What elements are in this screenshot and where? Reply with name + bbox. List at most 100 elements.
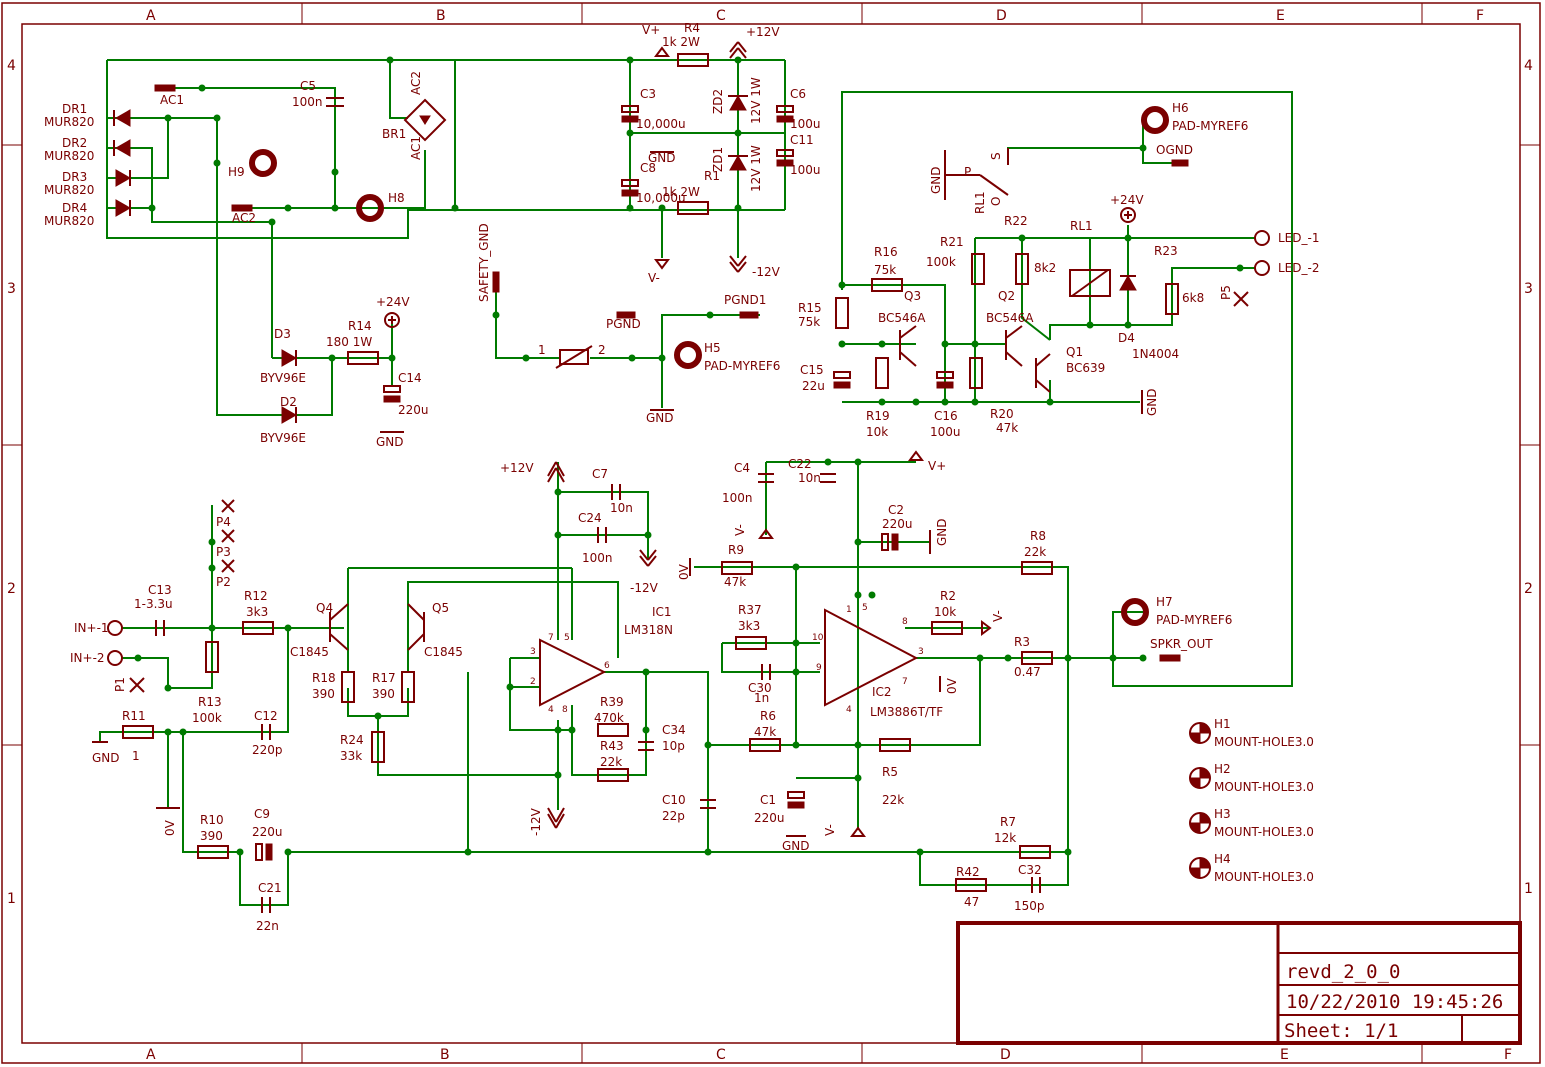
diode-dr2: [113, 139, 131, 157]
label-dr2: DR2: [62, 136, 87, 150]
label-c6-value: 100u: [790, 117, 821, 131]
label-q5-value: C1845: [424, 645, 463, 659]
label-in1: IN+-1: [74, 621, 109, 635]
label-d3-value: BYV96E: [260, 371, 306, 385]
label-h3-value: MOUNT-HOLE3.0: [1214, 825, 1314, 839]
label-r5-value: 22k: [882, 793, 904, 807]
label-r14-value: 180 1W: [326, 335, 372, 349]
label-pgnd: PGND: [606, 317, 641, 331]
label-q4: Q4: [316, 601, 333, 615]
pin-label: 6: [604, 661, 610, 671]
label-r18-value: 390: [312, 687, 335, 701]
label-r20: R20: [990, 407, 1014, 421]
label-r20-value: 47k: [996, 421, 1018, 435]
label-c32: C32: [1018, 863, 1042, 877]
label-r12: R12: [244, 589, 268, 603]
label-safety-gnd: SAFETY_GND: [477, 223, 491, 302]
pin-label: 5: [564, 633, 570, 643]
label-q3-value: BC546A: [878, 311, 926, 325]
label-r6: R6: [760, 709, 776, 723]
label-c5-value: 100n: [292, 95, 323, 109]
frame-row-labels: 4 3 2 1 4 3 2 1: [7, 58, 1533, 907]
label-m12-mid: -12V: [630, 581, 659, 595]
row-label-left: 2: [7, 581, 16, 597]
label-dr1-value: MUR820: [44, 115, 94, 129]
ac2-pad: [231, 204, 253, 212]
label-q4-value: C1845: [290, 645, 329, 659]
label-p3: P3: [216, 545, 231, 559]
label-r11: R11: [122, 709, 146, 723]
mount-hole-h3: [1189, 812, 1211, 834]
col-label-bottom: F: [1504, 1047, 1512, 1063]
label-c34: C34: [662, 723, 686, 737]
label-spkr-out: SPKR_OUT: [1150, 637, 1213, 651]
label-br1-ac1: AC1: [409, 136, 423, 160]
label-h5: H5: [704, 341, 721, 355]
label-h7-value: PAD-MYREF6: [1156, 613, 1232, 627]
diode-dr4: [115, 199, 132, 217]
label-p24-a: +24V: [376, 295, 410, 309]
label-r43-value: 22k: [600, 755, 622, 769]
row-label-left: 1: [7, 891, 16, 907]
label-r24-value: 33k: [340, 749, 362, 763]
label-r21-value: 100k: [926, 255, 956, 269]
label-p24-b: +24V: [1110, 193, 1144, 207]
label-r22: R22: [1004, 214, 1028, 228]
label-r42: R42: [956, 865, 980, 879]
label-br1: BR1: [382, 127, 406, 141]
label-vminus-top: V-: [648, 271, 660, 285]
pin-label: 1: [846, 605, 852, 615]
label-c11: C11: [790, 133, 814, 147]
label-dr2-value: MUR820: [44, 149, 94, 163]
label-r39-value: 470k: [594, 711, 624, 725]
label-c21: C21: [258, 881, 282, 895]
label-r1-value: 1k 2W: [662, 185, 700, 199]
label-r24: R24: [340, 733, 364, 747]
row-label-right: 4: [1524, 58, 1533, 74]
label-ognd: OGND: [1156, 143, 1193, 157]
pin-label: 3: [530, 647, 536, 657]
label-r10: R10: [200, 813, 224, 827]
pin-label: 7: [902, 677, 908, 687]
label-r23: R23: [1154, 244, 1178, 258]
label-p4: P4: [216, 515, 231, 529]
label-pgnd1: PGND1: [724, 293, 766, 307]
label-r14: R14: [348, 319, 372, 333]
label-h7: H7: [1156, 595, 1173, 609]
label-h6: H6: [1172, 101, 1189, 115]
label-c2-value: 220u: [882, 517, 913, 531]
label-zd1-value: 12V 1W: [749, 145, 763, 192]
label-c15: C15: [800, 363, 824, 377]
mount-hole-h4: [1189, 857, 1211, 879]
label-relay-o: O: [989, 197, 1003, 206]
row-label-right: 2: [1524, 581, 1533, 597]
label-r1: R1: [704, 169, 720, 183]
label-dr4-value: MUR820: [44, 214, 94, 228]
label-r15-value: 75k: [798, 315, 820, 329]
label-c32-value: 150p: [1014, 899, 1045, 913]
pin-label: 10: [812, 633, 824, 643]
diode-dr1: [113, 109, 131, 127]
label-vplus-top: V+: [642, 23, 660, 37]
label-d4: D4: [1118, 331, 1135, 345]
ic-pin-numbers: 3 2 4 8 7 5 6 10 9 1 5 8 3 7 4: [530, 603, 924, 715]
label-r21: R21: [940, 235, 964, 249]
label-c14-value: 220u: [398, 403, 429, 417]
label-h1-value: MOUNT-HOLE3.0: [1214, 735, 1314, 749]
label-r12-value: 3k3: [246, 605, 268, 619]
label-dr4: DR4: [62, 201, 87, 215]
junctions: [134, 56, 1244, 856]
col-label-bottom: E: [1280, 1047, 1289, 1063]
label-h3: H3: [1214, 807, 1231, 821]
label-dr3: DR3: [62, 170, 87, 184]
label-c16: C16: [934, 409, 958, 423]
label-c21-value: 22n: [256, 919, 279, 933]
label-ac1: AC1: [160, 93, 184, 107]
label-r4: R4: [684, 21, 700, 35]
pin-label: 9: [816, 663, 822, 673]
row-label-left: 3: [7, 281, 16, 297]
label-ic1: IC1: [652, 605, 672, 619]
label-zd2-value: 12V 1W: [749, 77, 763, 124]
label-r19-value: 10k: [866, 425, 888, 439]
wires: [99, 59, 1293, 906]
